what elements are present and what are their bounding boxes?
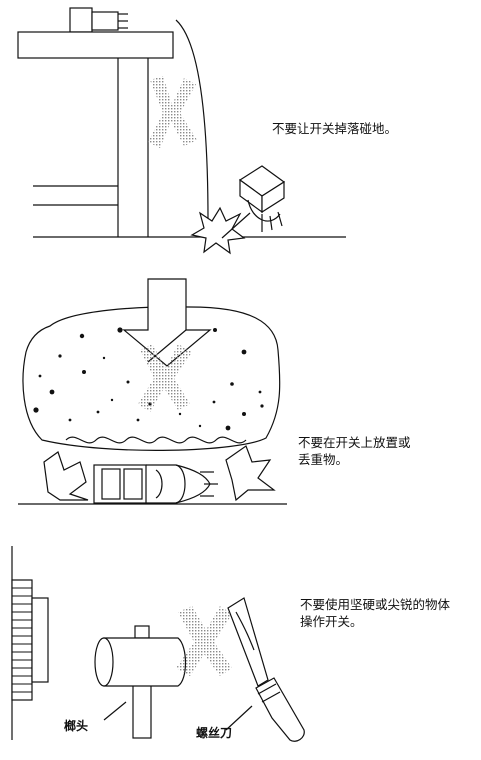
illustration-heavy-object bbox=[18, 278, 287, 505]
hammer-label: 榔头 bbox=[64, 719, 89, 733]
down-arrow-icon bbox=[122, 278, 212, 367]
hammer-icon bbox=[94, 625, 187, 739]
cross-mark-icon bbox=[138, 344, 192, 412]
falling-switch-icon bbox=[238, 165, 286, 232]
warning-text-hard-objects: 不要使用坚硬或尖锐的物体 操作开关。 bbox=[300, 596, 450, 630]
warning-text-weight: 不要在开关上放置或 丢重物。 bbox=[298, 434, 411, 468]
warning-line: 不要使用坚硬或尖锐的物体 bbox=[300, 597, 451, 612]
hammer-pointer bbox=[103, 701, 127, 721]
warning-line: 操作开关。 bbox=[300, 614, 363, 629]
table-top bbox=[17, 31, 174, 59]
illustration-hard-objects bbox=[11, 546, 305, 742]
cable bbox=[175, 19, 209, 221]
warning-text-drop: 不要让开关掉落碰地。 bbox=[272, 120, 397, 137]
illustration-drop-switch bbox=[17, 7, 346, 255]
switch-panel-icon bbox=[11, 579, 33, 701]
screwdriver-label: 螺丝刀 bbox=[196, 726, 233, 740]
device-box-icon bbox=[69, 7, 93, 33]
warning-line: 不要让开关掉落碰地。 bbox=[272, 121, 398, 136]
cross-mark-icon bbox=[148, 76, 197, 148]
impact-burst-icon bbox=[190, 206, 246, 255]
screwdriver-pointer bbox=[225, 705, 253, 731]
speckles bbox=[33, 327, 264, 431]
screwdriver-icon bbox=[227, 597, 305, 742]
warning-line: 丢重物。 bbox=[298, 452, 349, 467]
cross-mark-icon bbox=[176, 606, 232, 676]
warning-line: 不要在开关上放置或 bbox=[298, 435, 411, 450]
